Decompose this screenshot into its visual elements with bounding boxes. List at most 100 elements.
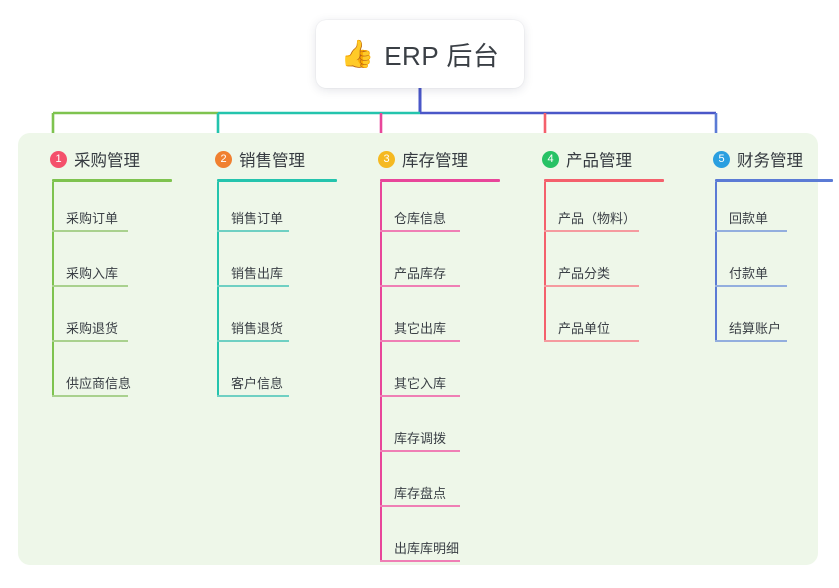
leaf-node[interactable]: 仓库信息 xyxy=(358,182,500,237)
leaf-rule xyxy=(52,340,128,342)
leaf-rule xyxy=(380,450,460,452)
leaf-rule xyxy=(380,340,460,342)
leaf-rule xyxy=(52,230,128,232)
leaf-label: 产品分类 xyxy=(558,266,611,281)
thumbs-up-icon: 👍 xyxy=(340,38,375,70)
branch-number-badge: 1 xyxy=(50,150,67,168)
branch-header[interactable]: 5 财务管理 xyxy=(693,146,833,172)
leaf-node[interactable]: 其它出库 xyxy=(358,292,500,347)
leaf-rule xyxy=(52,395,128,397)
branch-header[interactable]: 3 库存管理 xyxy=(358,146,500,172)
leaf-label: 仓库信息 xyxy=(394,211,447,226)
leaf-rule xyxy=(544,230,639,232)
leaf-label: 库存调拨 xyxy=(394,431,447,446)
leaf-node[interactable]: 销售出库 xyxy=(195,237,337,292)
leaf-rule xyxy=(715,340,787,342)
leaf-label: 销售退货 xyxy=(231,321,284,336)
leaf-rule xyxy=(715,285,787,287)
leaf-node[interactable]: 产品库存 xyxy=(358,237,500,292)
branch-spine xyxy=(52,182,54,396)
leaf-label: 其它出库 xyxy=(394,321,447,336)
leaf-list: 销售订单销售出库销售退货客户信息 xyxy=(195,182,337,402)
branch-number-badge: 3 xyxy=(378,150,395,168)
leaf-label: 销售订单 xyxy=(231,211,284,226)
leaf-rule xyxy=(217,230,289,232)
branch-header-rule xyxy=(715,179,833,182)
leaf-node[interactable]: 采购入库 xyxy=(30,237,172,292)
leaf-rule xyxy=(380,505,460,507)
leaf-list: 产品（物料） 产品分类产品单位 xyxy=(522,182,664,347)
branch-spine xyxy=(715,182,717,341)
leaf-label: 结算账户 xyxy=(729,321,782,336)
branch-spine xyxy=(217,182,219,396)
leaf-list: 回款单付款单结算账户 xyxy=(693,182,833,347)
branch-number-badge: 4 xyxy=(542,150,559,168)
leaf-node[interactable]: 销售订单 xyxy=(195,182,337,237)
leaf-label: 库存盘点 xyxy=(394,486,447,501)
leaf-list: 仓库信息产品库存其它出库其它入库库存调拨库存盘点出库库明细 xyxy=(358,182,500,567)
leaf-node[interactable]: 产品（物料） xyxy=(522,182,664,237)
branch-number-badge: 2 xyxy=(215,150,232,168)
branch-column: 5 财务管理回款单付款单结算账户 xyxy=(693,146,833,347)
leaf-label: 回款单 xyxy=(729,211,769,226)
branch-number-badge: 5 xyxy=(713,150,730,168)
leaf-rule xyxy=(544,285,639,287)
leaf-rule xyxy=(52,285,128,287)
leaf-node[interactable]: 回款单 xyxy=(693,182,833,237)
branch-header-rule xyxy=(544,179,664,182)
branch-title: 财务管理 xyxy=(737,152,803,170)
leaf-node[interactable]: 出库库明细 xyxy=(358,512,500,567)
leaf-rule xyxy=(544,340,639,342)
leaf-rule xyxy=(217,395,289,397)
branch-header-rule xyxy=(217,179,337,182)
branch-panel xyxy=(18,133,818,565)
leaf-node[interactable]: 库存调拨 xyxy=(358,402,500,457)
leaf-label: 供应商信息 xyxy=(66,376,132,391)
leaf-rule xyxy=(217,285,289,287)
leaf-label: 付款单 xyxy=(729,266,769,281)
leaf-label: 销售出库 xyxy=(231,266,284,281)
branch-spine xyxy=(544,182,546,341)
leaf-rule xyxy=(380,560,460,562)
leaf-node[interactable]: 客户信息 xyxy=(195,347,337,402)
leaf-node[interactable]: 采购退货 xyxy=(30,292,172,347)
leaf-node[interactable]: 库存盘点 xyxy=(358,457,500,512)
branch-header[interactable]: 2 销售管理 xyxy=(195,146,337,172)
branch-spine xyxy=(380,182,382,561)
leaf-label: 采购订单 xyxy=(66,211,119,226)
leaf-node[interactable]: 其它入库 xyxy=(358,347,500,402)
branch-title: 产品管理 xyxy=(566,152,632,170)
leaf-node[interactable]: 结算账户 xyxy=(693,292,833,347)
branch-column: 4 产品管理产品（物料） 产品分类产品单位 xyxy=(522,146,664,347)
leaf-node[interactable]: 付款单 xyxy=(693,237,833,292)
branch-column: 3 库存管理仓库信息产品库存其它出库其它入库库存调拨库存盘点出库库明细 xyxy=(358,146,500,567)
leaf-node[interactable]: 产品分类 xyxy=(522,237,664,292)
leaf-rule xyxy=(380,230,460,232)
leaf-label: 采购退货 xyxy=(66,321,119,336)
branch-header[interactable]: 4 产品管理 xyxy=(522,146,664,172)
leaf-rule xyxy=(715,230,787,232)
leaf-node[interactable]: 销售退货 xyxy=(195,292,337,347)
root-title: ERP 后台 xyxy=(384,40,500,71)
branch-title: 库存管理 xyxy=(402,152,468,170)
leaf-label: 客户信息 xyxy=(231,376,284,391)
leaf-node[interactable]: 供应商信息 xyxy=(30,347,172,402)
branch-header-rule xyxy=(380,179,500,182)
leaf-label: 产品库存 xyxy=(394,266,447,281)
root-node[interactable]: 👍 ERP 后台 xyxy=(316,20,524,88)
leaf-node[interactable]: 产品单位 xyxy=(522,292,664,347)
leaf-rule xyxy=(380,285,460,287)
leaf-label: 产品（物料） xyxy=(558,211,637,226)
leaf-label: 其它入库 xyxy=(394,376,447,391)
branch-title: 销售管理 xyxy=(239,152,305,170)
leaf-node[interactable]: 采购订单 xyxy=(30,182,172,237)
leaf-rule xyxy=(380,395,460,397)
leaf-label: 出库库明细 xyxy=(394,541,460,556)
branch-header-rule xyxy=(52,179,172,182)
leaf-rule xyxy=(217,340,289,342)
branch-column: 2 销售管理销售订单销售出库销售退货客户信息 xyxy=(195,146,337,402)
leaf-list: 采购订单采购入库采购退货供应商信息 xyxy=(30,182,172,402)
